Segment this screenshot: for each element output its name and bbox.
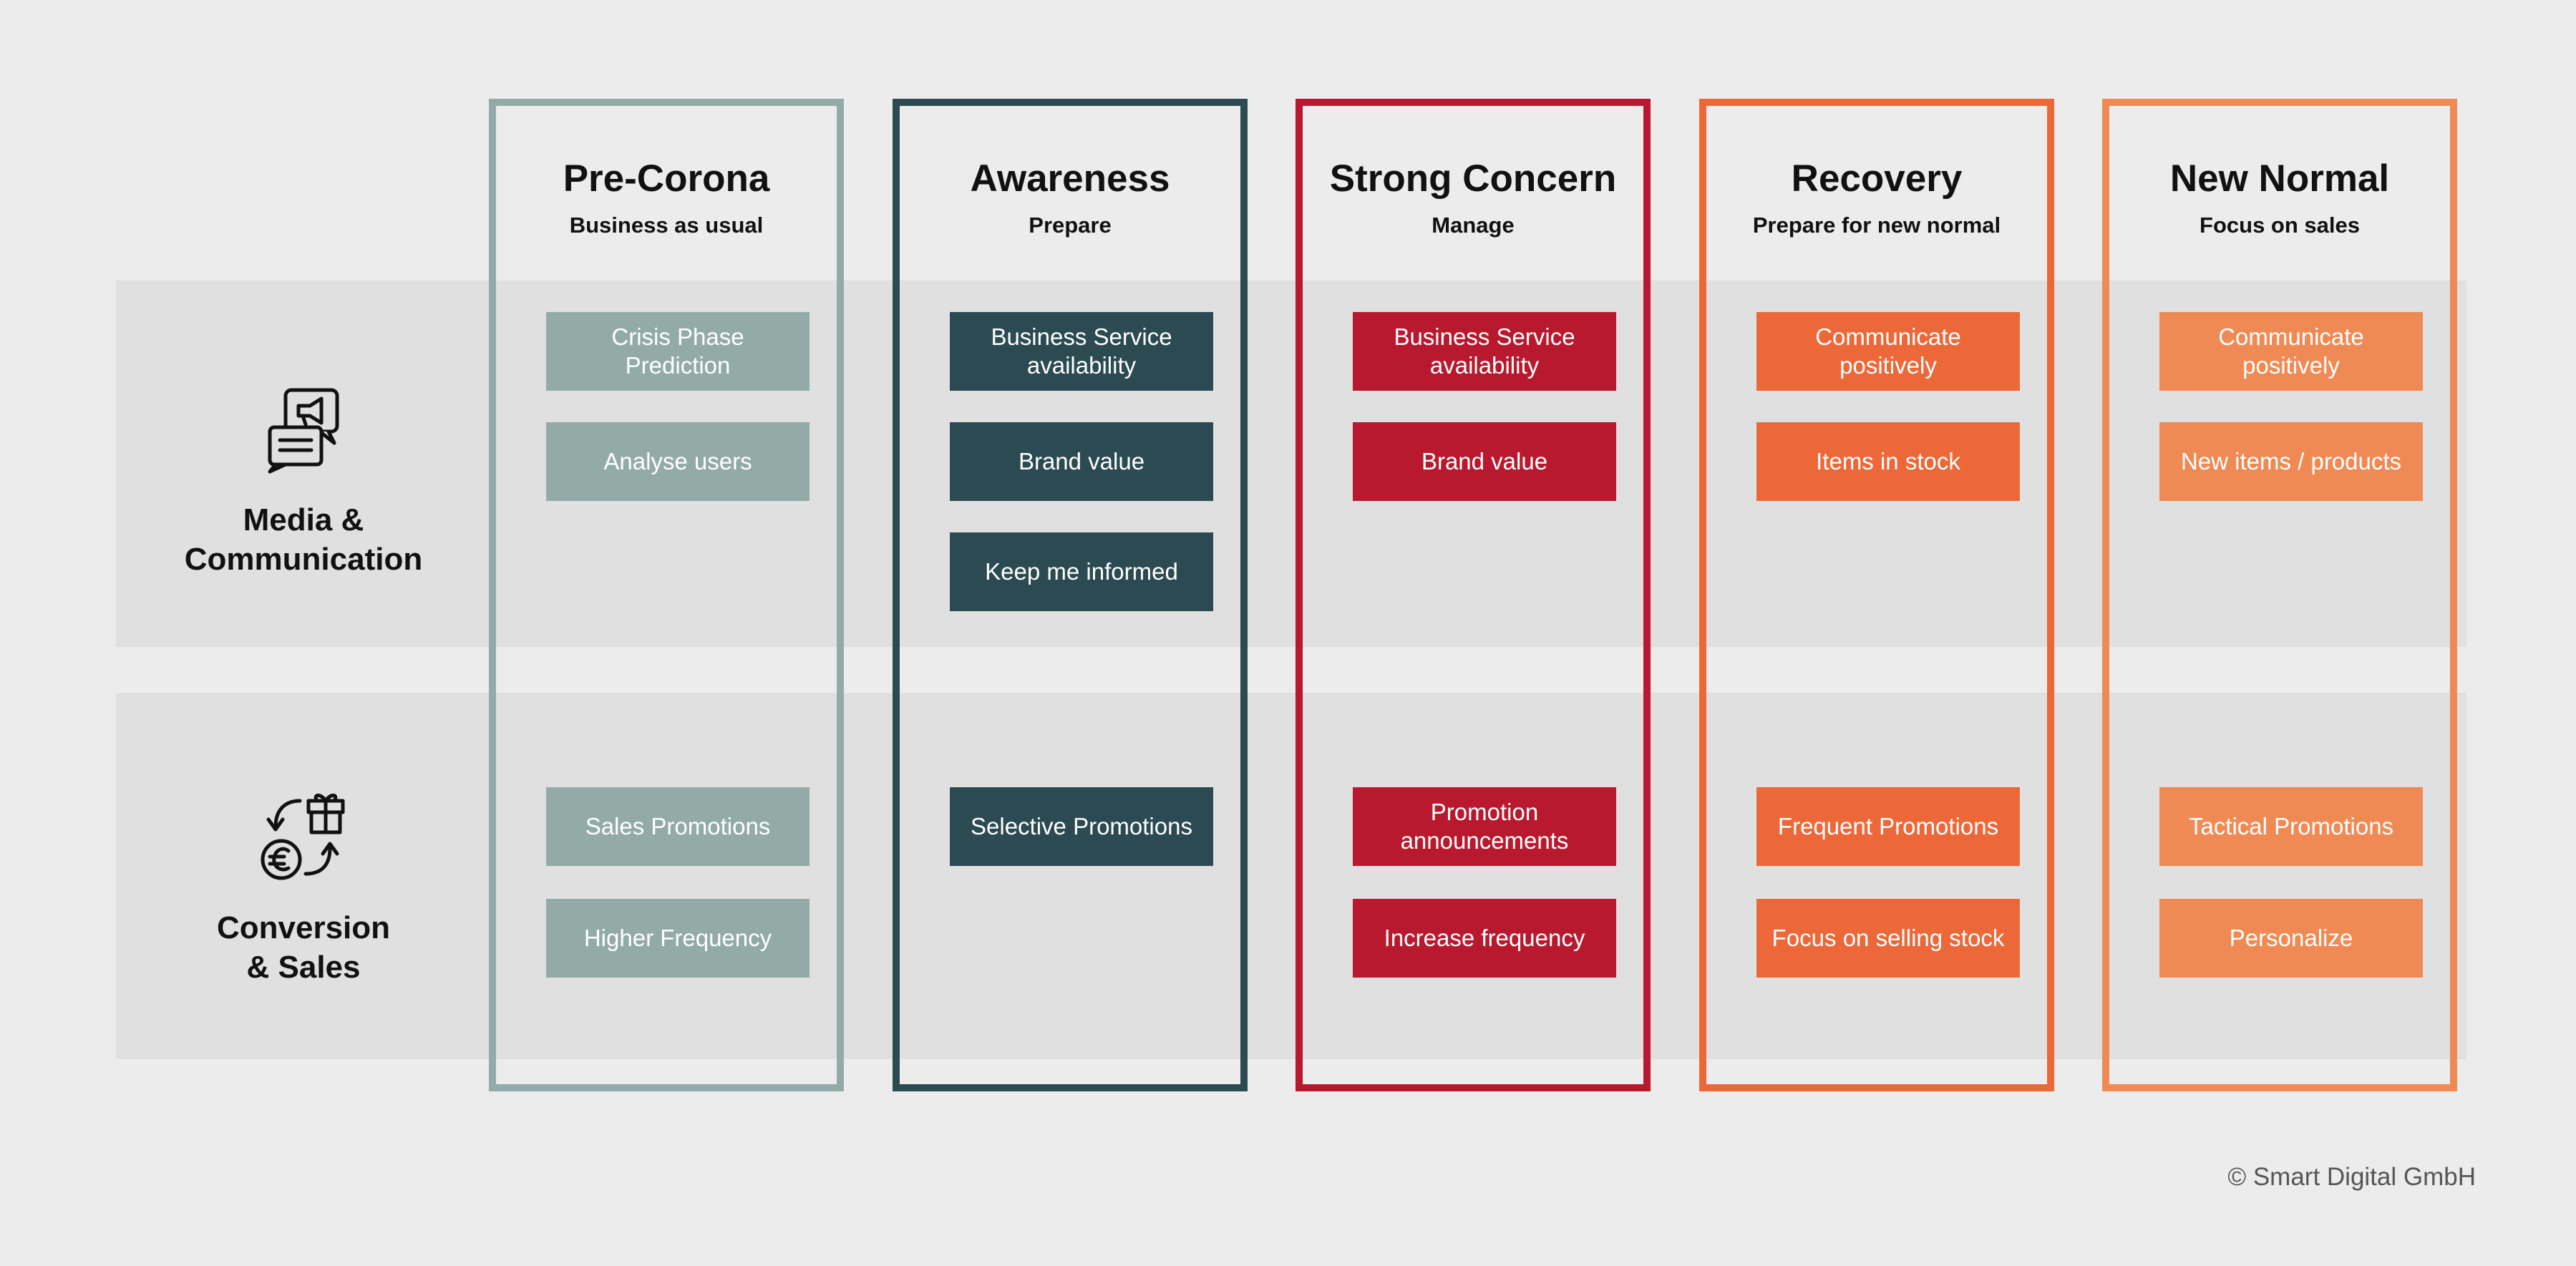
phase-subtitle: Prepare for new normal [1752, 213, 2001, 238]
row-label-line: Conversion [216, 910, 391, 945]
media-action-box: Keep me informed [950, 532, 1213, 611]
media-action-box: Crisis Phase Prediction [546, 312, 810, 391]
conversion-action-box: Focus on selling stock [1756, 899, 2020, 978]
media-action-box: New items / products [2159, 422, 2423, 501]
megaphone-chat-icon [268, 388, 339, 474]
phase-subtitle: Prepare [1029, 213, 1112, 238]
conversion-action-box: Promotion announcements [1353, 787, 1616, 866]
media-action-box: Analyse users [546, 422, 810, 501]
media-communication-band [116, 281, 2466, 647]
phase-subtitle: Focus on sales [2200, 213, 2360, 238]
row-label-text: Media & Communication [116, 500, 491, 579]
conversion-action-box: Tactical Promotions [2159, 787, 2423, 866]
media-action-box: Brand value [1353, 422, 1616, 501]
media-action-box: Business Service availability [1353, 312, 1616, 391]
media-action-box: Items in stock [1756, 422, 2020, 501]
row-label-text: Conversion & Sales [116, 908, 491, 987]
conversion-sales-band [116, 693, 2466, 1059]
conversion-action-box: Higher Frequency [546, 899, 810, 978]
gift-euro-exchange-icon [261, 794, 345, 880]
phase-subtitle: Business as usual [569, 213, 764, 238]
conversion-action-box: Selective Promotions [950, 787, 1213, 866]
row-label-line: Media & [243, 502, 364, 537]
row-label-line: Communication [184, 542, 423, 577]
conversion-action-box: Sales Promotions [546, 787, 810, 866]
media-action-box: Business Service availability [950, 312, 1213, 391]
phase-title: New Normal [2169, 157, 2390, 200]
row-label-conversion-sales: Conversion & Sales [116, 791, 491, 987]
copyright-notice: © Smart Digital GmbH [2227, 1163, 2476, 1191]
conversion-action-box: Frequent Promotions [1756, 787, 2020, 866]
phase-title: Strong Concern [1329, 157, 1617, 200]
phase-title: Recovery [1791, 157, 1963, 200]
media-action-box: Communicate positively [1756, 312, 2020, 391]
media-action-box: Brand value [950, 422, 1213, 501]
media-action-box: Communicate positively [2159, 312, 2423, 391]
row-label-line: & Sales [246, 950, 361, 985]
phase-subtitle: Manage [1432, 213, 1515, 238]
conversion-action-box: Personalize [2159, 899, 2423, 978]
phase-title: Awareness [970, 157, 1170, 200]
conversion-action-box: Increase frequency [1353, 899, 1616, 978]
phase-title: Pre-Corona [563, 157, 770, 200]
row-label-media-communication: Media & Communication [116, 383, 491, 579]
